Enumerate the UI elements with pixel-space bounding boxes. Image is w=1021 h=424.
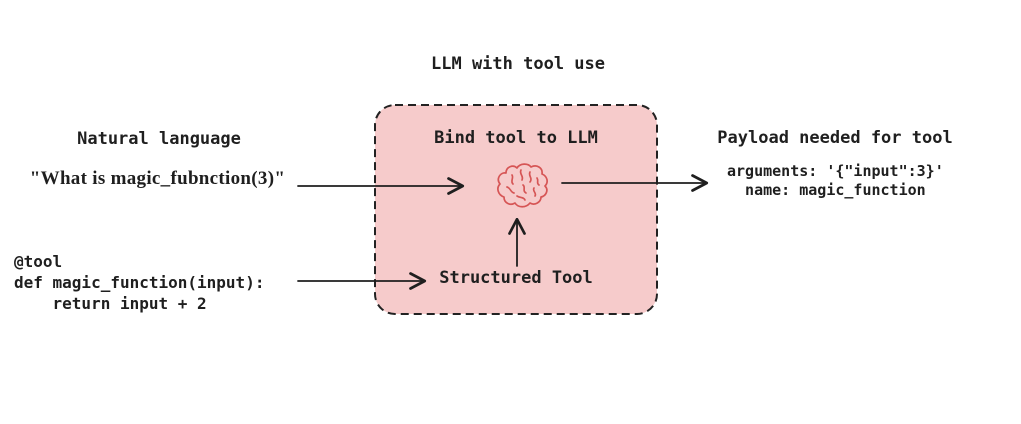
brain-icon (497, 163, 548, 208)
structured-tool-label: Structured Tool (439, 268, 593, 288)
tool-code-block: @tool def magic_function(input): return … (14, 252, 265, 313)
payload-name-line: name: magic_function (727, 181, 926, 199)
natural-language-heading: Natural language (77, 129, 241, 149)
payload-arguments-line: arguments: '{"input":3}' (727, 162, 944, 180)
natural-language-quote: "What is magic_fubnction(3)" (29, 168, 286, 189)
payload-heading: Payload needed for tool (717, 128, 953, 148)
llm-box-outline (374, 104, 658, 315)
diagram-title: LLM with tool use (431, 54, 605, 74)
llm-box-heading: Bind tool to LLM (434, 128, 598, 148)
